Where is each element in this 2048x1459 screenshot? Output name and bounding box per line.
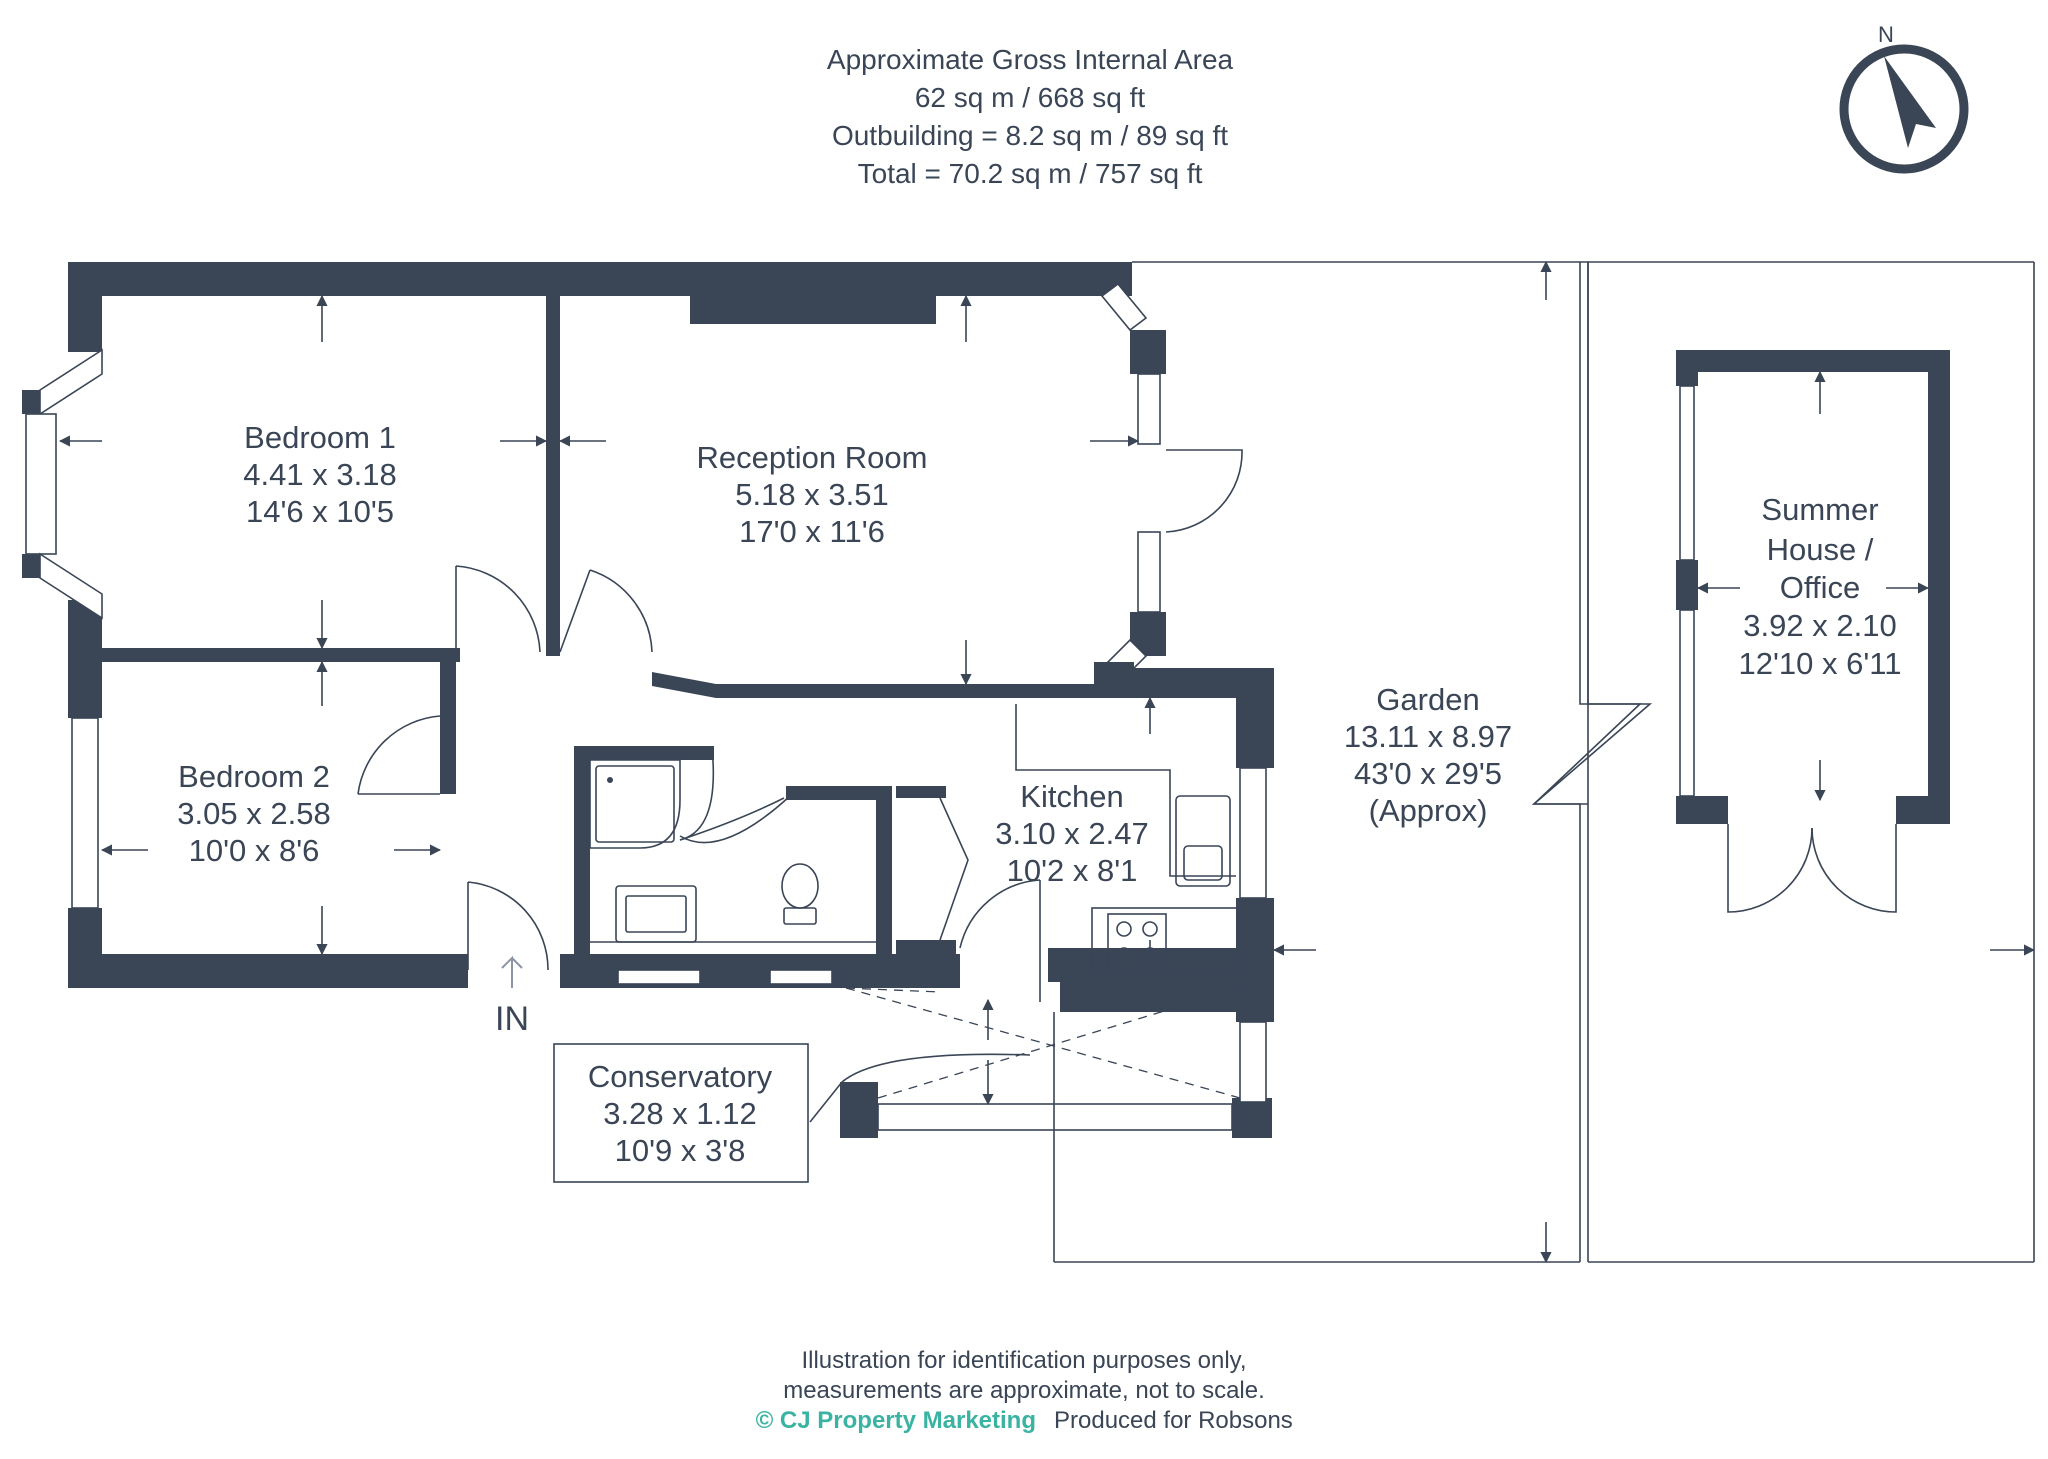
kitchen-name: Kitchen	[1020, 779, 1123, 814]
reception-imperial: 17'0 x 11'6	[739, 514, 885, 549]
house-walls	[22, 262, 1274, 1022]
bedroom-1-metric: 4.41 x 3.18	[243, 457, 396, 492]
garden-imperial: 43'0 x 29'5	[1354, 756, 1502, 791]
kitchen-metric: 3.10 x 2.47	[995, 816, 1148, 851]
kitchen-imperial: 10'2 x 8'1	[1007, 853, 1138, 888]
bedroom-2-metric: 3.05 x 2.58	[177, 796, 330, 831]
summer-house-name-3: Office	[1780, 570, 1860, 605]
conservatory-metric: 3.28 x 1.12	[603, 1096, 756, 1131]
bedroom-2-imperial: 10'0 x 8'6	[189, 833, 320, 868]
area-title: Approximate Gross Internal Area	[827, 44, 1234, 75]
disclaimer-line-1: Illustration for identification purposes…	[801, 1347, 1246, 1374]
area-summary: Approximate Gross Internal Area 62 sq m …	[827, 44, 1234, 189]
summer-house-name-2: House /	[1767, 532, 1874, 567]
room-summer-house: Summer House / Office 3.92 x 2.10 12'10 …	[1739, 492, 1902, 681]
garden-note: (Approx)	[1369, 793, 1488, 828]
room-conservatory: Conservatory 3.28 x 1.12 10'9 x 3'8	[553, 1043, 809, 1183]
entrance-marker: IN	[495, 955, 529, 1038]
doors	[357, 449, 1243, 1123]
summer-house-metric: 3.92 x 2.10	[1743, 608, 1896, 643]
garden-name: Garden	[1376, 682, 1479, 717]
bedroom-2-name: Bedroom 2	[178, 759, 330, 794]
entrance-label: IN	[495, 1000, 529, 1038]
area-internal: 62 sq m / 668 sq ft	[915, 82, 1146, 113]
room-reception: Reception Room 5.18 x 3.51 17'0 x 11'6	[697, 440, 928, 549]
reception-name: Reception Room	[697, 440, 928, 475]
bedroom-1-imperial: 14'6 x 10'5	[246, 494, 394, 529]
brand-credit: © CJ Property Marketing	[756, 1407, 1036, 1434]
bedroom-1-name: Bedroom 1	[244, 420, 396, 455]
bathroom-fittings	[589, 759, 876, 943]
disclaimer: Illustration for identification purposes…	[756, 1347, 1293, 1434]
summer-house-imperial: 12'10 x 6'11	[1739, 646, 1902, 681]
conservatory-imperial: 10'9 x 3'8	[615, 1133, 746, 1168]
garden-metric: 13.11 x 8.97	[1344, 719, 1512, 754]
dimension-arrows	[58, 260, 2036, 1264]
room-kitchen: Kitchen 3.10 x 2.47 10'2 x 8'1	[995, 779, 1148, 888]
conservatory-structure	[840, 987, 1272, 1138]
kitchen-fittings	[1015, 704, 1239, 1002]
compass-label: N	[1878, 22, 1894, 47]
reception-metric: 5.18 x 3.51	[735, 477, 888, 512]
compass-north-icon: N	[1839, 22, 1969, 174]
area-garden: Garden 13.11 x 8.97 43'0 x 29'5 (Approx)	[1344, 682, 1512, 828]
garden-boundary	[1053, 261, 2035, 1263]
disclaimer-line-2: measurements are approximate, not to sca…	[783, 1377, 1265, 1404]
summer-house-structure	[1676, 350, 1950, 913]
summer-house-name-1: Summer	[1761, 492, 1878, 527]
room-bedroom-1: Bedroom 1 4.41 x 3.18 14'6 x 10'5	[243, 420, 396, 529]
produced-for: Produced for Robsons	[1054, 1407, 1293, 1434]
area-outbuilding: Outbuilding = 8.2 sq m / 89 sq ft	[832, 120, 1228, 151]
area-total: Total = 70.2 sq m / 757 sq ft	[858, 158, 1203, 189]
entrance-arrow-icon	[501, 955, 523, 988]
room-bedroom-2: Bedroom 2 3.05 x 2.58 10'0 x 8'6	[177, 759, 330, 868]
conservatory-name: Conservatory	[588, 1059, 773, 1094]
